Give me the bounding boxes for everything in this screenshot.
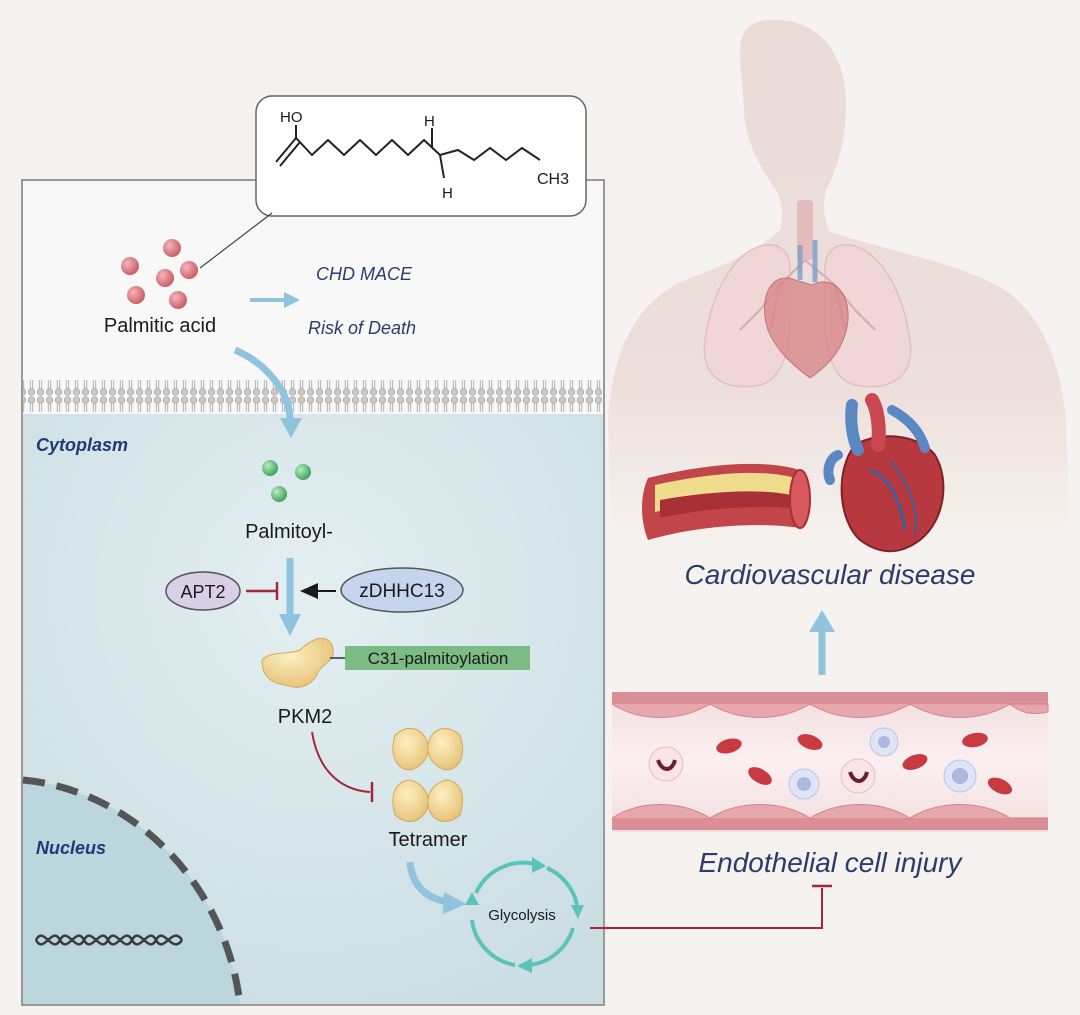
risk-of-death-label: Risk of Death [308,318,416,338]
c31-palmitoylation-tag: C31-palmitoylation [330,646,530,670]
nucleus-label: Nucleus [36,838,106,858]
risk-arrow [250,292,300,308]
zdhhc13-label: zDHHC13 [359,581,445,602]
artery-plaque-illustration [642,463,811,540]
palmitic-acid-molecules [121,239,198,309]
cardiovascular-disease-label: Cardiovascular disease [684,559,975,590]
pkm2-monomer-icon [261,637,334,688]
entry-arrow [233,346,302,438]
apt2-inhibition [246,582,279,600]
tetramer-label: Tetramer [389,829,468,851]
structure-pointer-line [199,212,273,269]
heart-illustration [823,393,945,553]
c31-palmitoylation-label: C31-palmitoylation [368,649,509,668]
glycolysis-label: Glycolysis [488,907,556,924]
apt2-enzyme: APT2 [165,571,241,611]
palmitoylation-arrow [279,558,301,636]
zdhhc13-enzyme: zDHHC13 [340,567,464,613]
pkm2-label: PKM2 [278,706,332,728]
blood-vessel-illustration [611,692,1049,832]
glycolysis-arrow [406,861,466,914]
palmitoyl-molecules [262,460,311,502]
tetramer-inhibition [311,731,374,802]
cytoplasm-label: Cytoplasm [36,435,128,455]
endothelial-cell-injury-label: Endothelial cell injury [698,847,963,878]
cell-membrane [23,380,603,416]
methyl-label: CH3 [537,171,569,188]
palmitic-acid-structure: HO H H CH3 [255,95,587,217]
hydrogen-top-label: H [424,113,435,130]
nucleus [22,776,244,1005]
palmitoyl-label: Palmitoyl- [245,521,333,543]
endothelial-inhibition [590,884,832,929]
glycolysis-cycle-arrowheads [465,857,584,973]
chest-heart-illustration [764,240,849,379]
dna-helix-icon [34,934,184,946]
chd-mace-label: CHD MACE [316,264,413,284]
acid-group-label: HO [280,109,303,126]
palmitic-acid-label: Palmitic acid [104,315,216,337]
hydrogen-bottom-label: H [442,185,453,202]
glycolysis-cycle-icon [470,860,579,967]
apt2-label: APT2 [180,582,225,602]
up-arrow [809,610,835,675]
tetramer-icon [392,727,464,823]
